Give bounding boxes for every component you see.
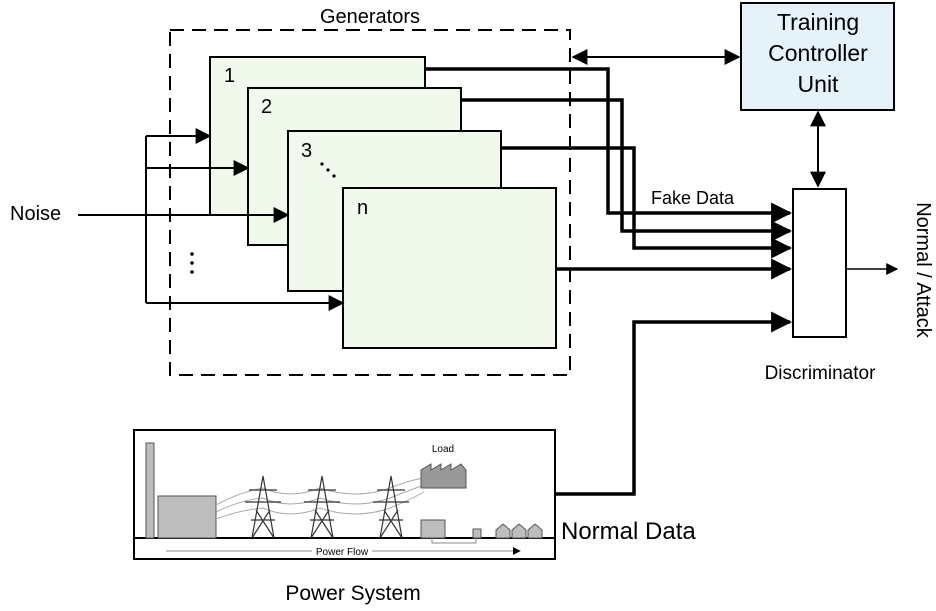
training-controller-line1: Training [777,9,859,35]
output-label: Normal / Attack [912,202,934,339]
transmission-tower-icon [304,475,340,539]
noise-label: Noise [10,203,61,225]
discriminator-label: Discriminator [765,363,877,384]
normal-data-label: Normal Data [561,518,696,545]
substation-icon [420,519,446,539]
factory-icon [420,463,467,489]
power-plant-icon [157,495,217,539]
power-system-title: Power System [285,582,420,605]
training-controller-line2: Controller [768,40,868,66]
generator-n-label: n [357,197,368,219]
transmission-tower-icon [245,475,281,539]
generators-group-box [169,29,571,376]
generators-title: Generators [320,6,420,28]
noise-distribution-wires [78,128,345,311]
power-system-frame [133,429,556,560]
power-system-illustration: Load Power Flow [133,429,556,560]
chimney-icon [145,442,155,539]
fake-data-label: Fake Data [651,188,735,208]
fake-data-wires [425,67,793,280]
generator-2-label: 2 [261,96,272,118]
transmission-tower-icon [373,475,409,539]
ellipsis-diagonal-icon [320,162,336,178]
generator-3-label: 3 [301,140,312,162]
house-icon [495,523,543,539]
power-flow-label: Power Flow [316,547,369,558]
generator-n: n [342,187,557,349]
transformer-icon [472,528,482,539]
training-controller-line3: Unit [798,71,840,97]
ellipsis-vertical-icon [190,252,194,274]
discriminator-box [792,188,847,338]
generator-1-label: 1 [224,65,235,87]
training-controller-box [740,2,895,111]
load-label: Load [432,444,454,455]
normal-data-wire [556,311,793,496]
